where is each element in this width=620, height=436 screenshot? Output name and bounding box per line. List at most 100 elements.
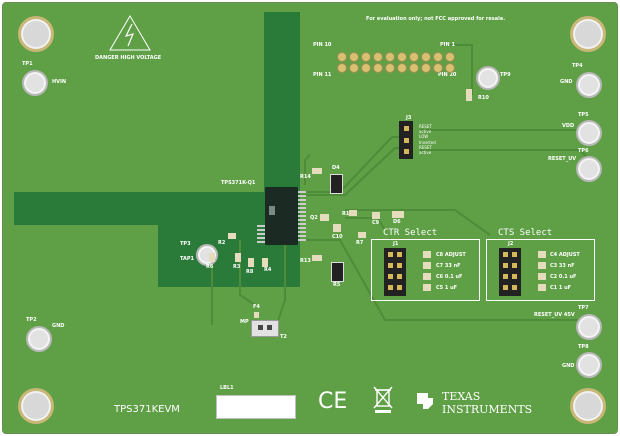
resistor-r4 (262, 258, 268, 267)
jumper-j2[interactable] (499, 248, 521, 296)
trace-cts (345, 209, 491, 236)
cts-option-4: C1 1 uF (550, 285, 572, 291)
transistor-q2 (320, 214, 329, 221)
header-pin (397, 63, 407, 73)
tp2-net-label: GND (52, 323, 65, 329)
tp8-net-label: GND (562, 363, 575, 369)
tp3-label: TP3 (180, 241, 191, 247)
trace-j3-a (300, 136, 400, 193)
test-point-tp5[interactable] (576, 120, 602, 146)
trace-j3-b (300, 147, 400, 196)
t2-label: T2 (280, 334, 287, 340)
connector-mp[interactable] (251, 320, 279, 337)
j1-pin (388, 263, 393, 268)
r5-label: R5 (333, 282, 341, 288)
cts-select-title: CTS Select (496, 228, 555, 238)
d4-label: D4 (332, 165, 340, 171)
ctr-option-1: C8 ADJUST (436, 252, 466, 258)
ce-mark: CE (318, 389, 348, 414)
resistor-r1 (349, 210, 357, 216)
fuse-f4 (254, 312, 259, 318)
capacitor-c5 (423, 284, 431, 291)
test-point-tp7[interactable] (576, 314, 602, 340)
resistor-r6 (209, 253, 215, 262)
r8-label: R8 (246, 269, 254, 275)
header-pin (337, 63, 347, 73)
j2-pin (512, 263, 517, 268)
test-point-tp2[interactable] (26, 326, 52, 352)
f4-label: F4 (253, 304, 260, 310)
resistor-r13 (312, 255, 322, 261)
board-name: TPS371KEVM (114, 404, 180, 415)
header-pin11-label: PIN 11 (313, 72, 332, 78)
tp1-label: TP1 (22, 61, 33, 67)
c10-label: C10 (332, 234, 343, 240)
ic-pins-right (298, 191, 306, 241)
resistor-r5 (331, 262, 344, 282)
lightning-bolt (124, 23, 135, 47)
j2-pin (512, 274, 517, 279)
test-point-tp1[interactable] (22, 70, 48, 96)
j2-pin (512, 252, 517, 257)
test-point-tp9[interactable] (476, 66, 500, 90)
capacitor-c10 (333, 224, 341, 232)
test-point-tp4[interactable] (576, 72, 602, 98)
ctr-option-4: C5 1 uF (436, 285, 458, 291)
ti-logo-on-chip (269, 206, 275, 215)
r13-label: R13 (300, 258, 311, 264)
capacitor-c3 (538, 262, 546, 269)
ti-logo-icon (414, 390, 436, 412)
ic-pins-left (257, 225, 265, 243)
j2-pin (503, 252, 508, 257)
trace-reset-uv (420, 149, 589, 159)
capacitor-c2 (538, 273, 546, 280)
ic-tps371k (265, 187, 298, 245)
j3-text-1: RESET (419, 124, 432, 129)
mp-pin (258, 325, 263, 330)
tp1-net-label: HVIN (52, 79, 67, 85)
mounting-hole-bottom-left (18, 388, 54, 424)
j2-pin (512, 285, 517, 290)
r6-label: R6 (206, 264, 214, 270)
label-field-title: LBL1 (220, 385, 234, 391)
capacitor-c8 (423, 251, 431, 258)
header-pin (445, 63, 455, 73)
j1-pin (388, 252, 393, 257)
test-point-tp8[interactable] (576, 352, 602, 378)
r4-label: R4 (264, 267, 272, 273)
tp4-net-label: GND (560, 79, 573, 85)
header-pin (349, 63, 359, 73)
j3-text-6: active (419, 150, 432, 155)
d6-label: D6 (393, 219, 401, 225)
header-pin (445, 52, 455, 62)
resistor-r2 (228, 233, 236, 239)
diode-d6 (392, 211, 404, 218)
capacitor-c6 (423, 273, 431, 280)
capacitor-c7 (423, 262, 431, 269)
j1-pin (397, 285, 402, 290)
resistor-r10 (466, 89, 472, 101)
j3-text-2: active (419, 129, 432, 134)
j1-pin (397, 274, 402, 279)
jumper-j1[interactable] (384, 248, 406, 296)
j2-label: J2 (508, 241, 514, 247)
tp6-label: TP6 (578, 148, 589, 154)
j2-pin (503, 274, 508, 279)
ctr-select-title: CTR Select (381, 228, 440, 238)
j2-pin (503, 285, 508, 290)
q2-label: Q2 (310, 215, 318, 221)
c9-label: C9 (372, 220, 380, 226)
ctr-option-3: C6 0.1 uF (436, 274, 463, 280)
tp5-label: TP5 (578, 112, 589, 118)
j3-text-3: LOW (419, 134, 429, 139)
j1-pin (388, 274, 393, 279)
ti-brand-line1: TEXAS (442, 390, 481, 403)
cts-option-2: C3 33 nF (550, 263, 575, 269)
header-pin (433, 63, 443, 73)
test-point-tp6[interactable] (576, 156, 602, 182)
j3-label: J3 (406, 115, 412, 121)
tp4-label: TP4 (572, 63, 583, 69)
r14-label: R14 (300, 174, 311, 180)
j3-pin (403, 137, 409, 143)
